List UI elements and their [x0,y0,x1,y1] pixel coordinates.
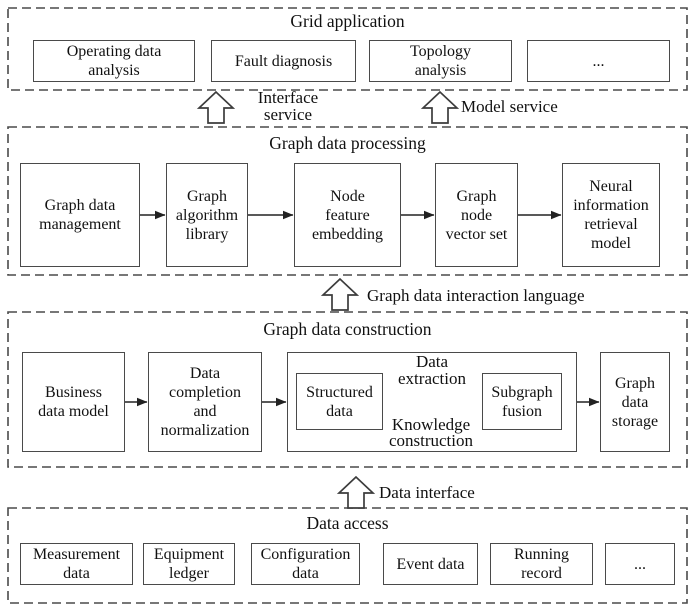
block-arrow-graph-data-interaction-language [320,277,360,311]
box-topology-analysis: Topology analysis [369,40,512,82]
label-model-service: Model service [461,97,558,116]
layer-title-grid-application: Grid application [290,11,405,31]
label-data-extraction: Data extraction [398,352,466,388]
box-subgraph-fusion: Subgraph fusion [482,373,562,430]
dashed-border-graph-data-processing [7,126,688,276]
layer-title-data-access: Data access [306,513,389,533]
dashed-border-graph-data-construction [7,311,688,468]
box-operating-data-analysis: Operating data analysis [33,40,195,82]
box-running-record: Running record [490,543,593,585]
box-neural-information-retrieval-model: Neural information retrieval model [562,163,660,267]
box-graph-data-storage: Graph data storage [600,352,670,452]
block-arrow-interface-service [196,90,236,124]
block-arrow-model-service [420,90,460,124]
box-event-data: Event data [383,543,478,585]
box-measurement-data: Measurement data [20,543,133,585]
label-data-interface: Data interface [379,483,475,502]
label-knowledge-construction: Knowledge construction [388,415,474,450]
box-business-data-model: Business data model [22,352,125,452]
box-node-feature-embedding: Node feature embedding [294,163,401,267]
box-fault-diagnosis: Fault diagnosis [211,40,356,82]
layer-title-graph-data-construction: Graph data construction [263,319,432,339]
box-data-access-more: ... [605,543,675,585]
box-graph-algorithm-library: Graph algorithm library [166,163,248,267]
block-arrow-data-interface [336,475,376,509]
box-graph-data-management: Graph data management [20,163,140,267]
box-structured-data: Structured data [296,373,383,430]
box-graph-node-vector-set: Graph node vector set [435,163,518,267]
box-grid-application-more: ... [527,40,670,82]
box-configuration-data: Configuration data [251,543,360,585]
layer-title-graph-data-processing: Graph data processing [269,133,426,153]
label-graph-data-interaction-language: Graph data interaction language [367,286,585,305]
label-interface-service: Interface service [257,88,319,124]
box-data-completion-normalization: Data completion and normalization [148,352,262,452]
box-equipment-ledger: Equipment ledger [143,543,235,585]
dashed-border-grid-application [7,7,688,91]
